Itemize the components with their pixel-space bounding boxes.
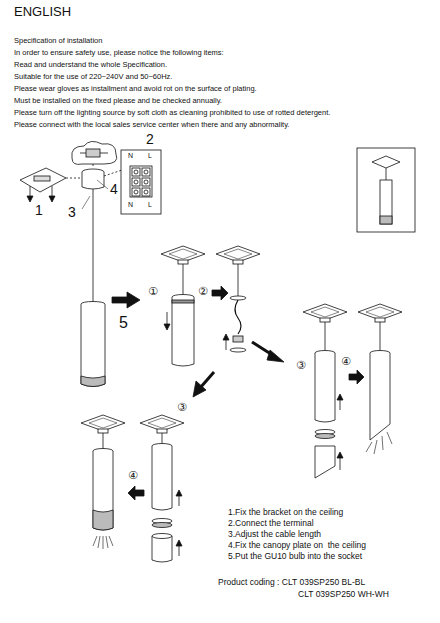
terminal-inset [121,150,161,214]
step-number: ④ [341,356,351,369]
product-code: CLT 039SP250 WH-WH [298,590,389,600]
product-code: Product coding : CLT 039SP250 BL-BL [218,578,365,588]
arrow [349,370,364,384]
step-number: ③ [177,402,187,415]
pendant-step-4-left [81,415,125,549]
step-number: ③ [296,360,306,373]
spec-line: Must be installed on the fixed please an… [14,97,222,106]
terminal-name: L [148,201,152,209]
callout-number: 1 [35,202,43,218]
pendant-step-4-right [358,304,402,454]
callout-number: 3 [68,204,76,220]
page-title: ENGLISH [14,5,71,20]
finished-lamp-inset [357,148,415,232]
spec-line: Please connect with the local sales serv… [14,121,289,130]
step-text: 3.Adjust the cable length [228,530,321,540]
step-number: ④ [128,470,138,483]
step-text: 2.Connect the terminal [228,519,314,529]
terminal-name: N [128,152,133,160]
arrow [212,286,228,300]
callout-number: 5 [119,314,128,332]
terminal-name: L [148,152,152,160]
callout-number: 4 [110,181,118,197]
spec-line: Suitable for the use of 220~240V and 50~… [14,73,172,82]
callout-number: 2 [146,131,154,147]
pendant-step-3-left [140,415,184,562]
step-text: 4.Fix the canopy plate on the ceiling [228,541,366,551]
mains-wires [72,141,117,164]
step-text: 1.Fix the bracket on the ceiling [228,508,343,518]
arrow [193,342,284,397]
arrow [128,486,144,500]
pendant-step-1 [161,246,205,366]
pendant-lamp [81,180,108,387]
spec-heading: Specification of installation [14,37,102,46]
spec-line: Read and understand the whole Specificat… [14,61,167,70]
arrow [112,292,140,308]
pendant-step-3-right [303,304,347,478]
bracket-inset [20,168,66,202]
step-number: ① [148,286,158,299]
spec-line: Please wear gloves as installment and av… [14,85,257,94]
spec-line: In order to ensure safety use, please no… [14,49,224,58]
pendant-step-2 [216,246,260,352]
spec-line: Please turn off the lighting source by s… [14,109,330,118]
terminal-name: N [128,201,133,209]
step-text: 5.Put the GU10 bulb into the socket [228,552,362,562]
step-number: ② [198,286,208,299]
